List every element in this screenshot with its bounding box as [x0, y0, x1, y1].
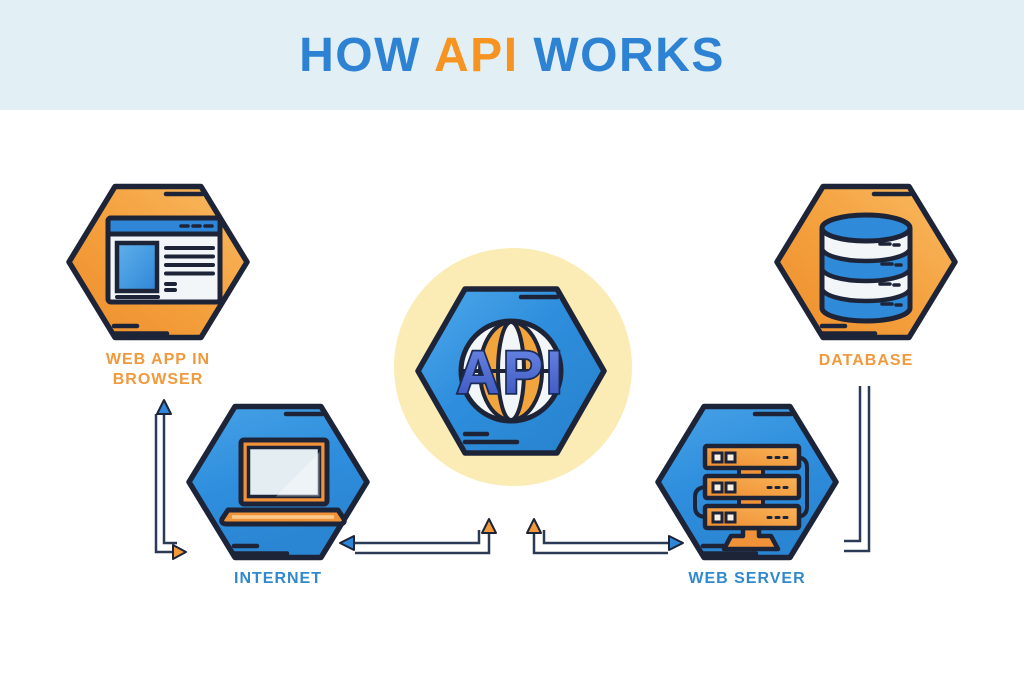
hexagon-accent-dashes — [462, 294, 560, 445]
database-hexagon — [774, 183, 958, 341]
internet-label: INTERNET — [234, 570, 322, 587]
hexagon-accent-dashes — [819, 191, 913, 336]
page-title: HOW API WORKS — [299, 28, 725, 83]
webapp-label: WEB APP IN BROWSER — [105, 351, 211, 388]
hexagon-accent-dashes — [231, 411, 325, 556]
hexagon-accent-dashes — [700, 411, 794, 556]
line-database-to-webserver — [844, 386, 871, 553]
arrowhead-up-orange-right-icon — [526, 518, 542, 534]
arrow-webserver-to-api — [532, 532, 668, 555]
arrow-webapp-to-internet — [154, 414, 174, 554]
arrow-internet-to-webapp — [162, 413, 177, 545]
laptop-icon — [219, 437, 347, 527]
arrow-api-to-webserver — [542, 530, 670, 545]
title-word-how: HOW — [299, 28, 421, 82]
server-rack-icon — [693, 443, 809, 552]
header-band: HOW API WORKS — [0, 0, 1024, 110]
api-hexagon: API — [415, 286, 607, 456]
internet-hexagon — [186, 403, 370, 561]
webapp-hexagon — [66, 183, 250, 341]
browser-window-icon — [105, 215, 223, 305]
title-word-works: WORKS — [533, 28, 725, 82]
hexagon-accent-dashes — [111, 191, 205, 336]
webserver-label: WEB SERVER — [688, 570, 806, 587]
api-wordmark: API — [456, 339, 565, 406]
arrow-internet-to-api — [355, 532, 491, 555]
webserver-hexagon — [655, 403, 839, 561]
globe-icon — [458, 318, 564, 424]
title-word-api: API — [434, 28, 519, 82]
database-cylinder-icon — [819, 212, 913, 324]
arrowhead-up-blue-icon — [156, 399, 172, 415]
database-label: DATABASE — [818, 352, 914, 369]
arrowhead-up-orange-left-icon — [481, 518, 497, 534]
